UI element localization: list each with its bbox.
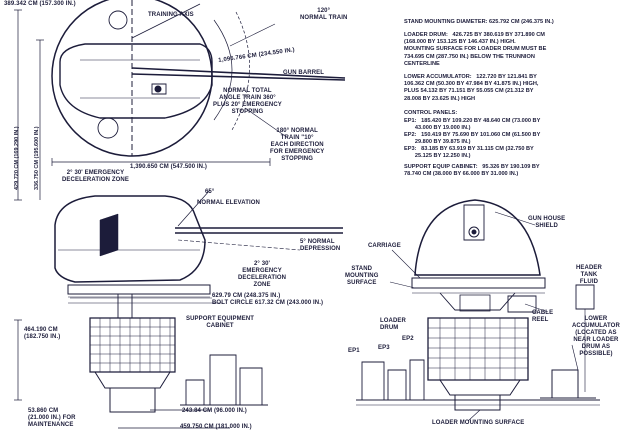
loader-drum-label: LOADER DRUM [380,318,406,331]
maintenance-dim: 53.860 CM (21.000 IN.) FOR MAINTENANCE [28,408,76,428]
gun-house-shield-label: GUN HOUSE SHIELD [528,216,566,229]
left-height-dim: 464.190 CM (182.750 IN.) [24,327,61,340]
front-view-outline [356,200,600,421]
vert-dim-2: 336.750 CM (195.600 IN.) [34,126,40,190]
decel-zone-bottom-label: 2° 30' EMERGENCY DECELERATION ZONE [238,261,287,288]
support-cabinet-label: SUPPORT EQUIPMENT CABINET [186,316,255,329]
width-dim: 1,390.650 CM (547.500 IN.) [130,164,207,170]
normal-elevation-label: NORMAL ELEVATION [197,200,260,206]
spec-lower-accumulator: LOWER ACCUMULATOR: 122.720 BY 121.841 BY… [404,74,539,102]
spec-ep3: EP3: 83.185 BY 63.919 BY 31.115 CM (32.7… [404,146,534,160]
normal-depression-label: 5° NORMAL DEPRESSION [300,239,341,252]
decel-zone-top-label: 2° 30' EMERGENCY DECELERATION ZONE [62,170,129,183]
vert-dim-1: 429.720 CM (169.290 IN.) [14,126,20,190]
lower-accumulator-label: LOWER ACCUMULATOR (LOCATED AS NEAR LOADE… [572,316,620,357]
spec-ep2: EP2: 150.419 BY 75.690 BY 101.060 CM (61… [404,132,541,146]
total-train-label: NORMAL TOTAL ANGLE TRAIN 360° PLUS 20° E… [213,88,282,115]
dim-top-left: 389.342 CM (157.300 IN.) [4,1,76,7]
side-view-outline [14,190,343,428]
spec-support-cabinet: SUPPORT EQUIP CABINET: 95.326 BY 190.109… [404,164,540,178]
header-tank-label: HEADER TANK FLUID [576,265,602,285]
top-view-outline [14,0,345,200]
spec-ep1: EP1: 185.420 BY 109.220 BY 48.640 CM (73… [404,118,541,132]
spec-control-panels: CONTROL PANELS: [404,110,458,116]
training-axis-label: TRAINING AXIS [148,12,194,18]
stand-mounting-surface-label: STAND MOUNTING SURFACE [345,266,379,286]
ep2-label: EP2 [402,336,414,342]
gun-barrel-label: GUN BARREL [283,70,324,76]
base-dims-label: 629.79 CM (248.375 IN.) BOLT CIRCLE 617.… [212,293,324,306]
spec-stand-diameter: STAND MOUNTING DIAMETER: 625.792 CM (246… [404,19,554,25]
ep3-label: EP3 [378,345,390,351]
cable-reel-label: CABLE REEL [532,310,554,323]
elevation-angle-label: 65° [205,189,215,195]
ep1-label: EP1 [348,348,360,354]
normal-train-label: 120° NORMAL TRAIN [300,8,348,21]
carriage-label: CARRIAGE [368,243,401,249]
each-direction-label: 180° NORMAL TRAIN "10° EACH DIRECTION FO… [270,128,325,162]
bottom-dim: 459.750 CM (181.000 IN.) [180,424,252,430]
cabinet-width-dim: 243.84 CM (96.000 IN.) [182,408,247,414]
loader-mounting-surface-label: LOADER MOUNTING SURFACE [432,420,525,426]
spec-loader-drum: LOADER DRUM: 426.725 BY 380.619 BY 371.8… [404,32,547,67]
